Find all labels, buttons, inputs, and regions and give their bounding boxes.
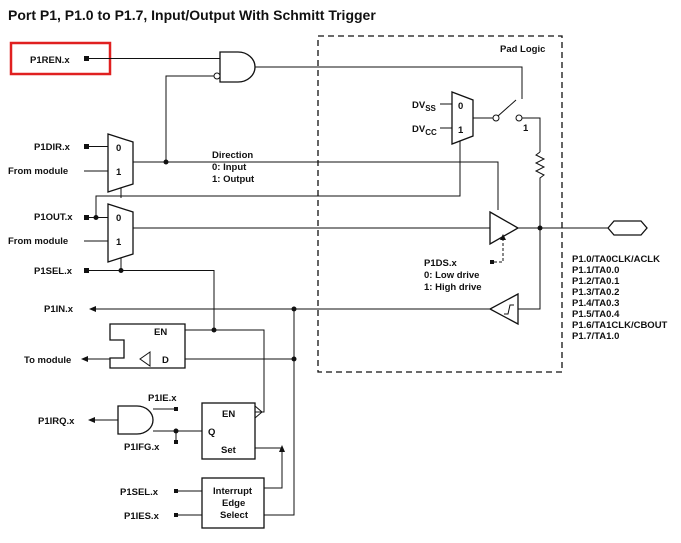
latch-en: EN <box>154 327 167 338</box>
dvss-label: DVSS <box>412 100 437 113</box>
wire-en-to-latch <box>185 329 265 413</box>
switch-one-label: 1 <box>523 123 529 134</box>
pull-mux-0: 0 <box>458 101 463 112</box>
from-module-2-label: From module <box>8 236 68 247</box>
junction-sel <box>118 268 124 273</box>
interrupt-flipflop <box>201 402 256 460</box>
wire-in-vertical <box>264 309 295 516</box>
pad-logic-label: Pad Logic <box>500 44 545 55</box>
direction-line0: 0: Input <box>212 162 247 173</box>
to-module-label: To module <box>24 355 71 366</box>
p1sel2-label: P1SEL.x <box>120 487 159 498</box>
pin-p1-5: P1.5/TA0.4 <box>572 309 620 320</box>
drive-strength-arrow <box>500 234 506 240</box>
p1ies-label: P1IES.x <box>124 511 160 522</box>
latch-d: D <box>162 355 169 366</box>
wire-drive-strength <box>494 238 504 263</box>
p1sel-terminal <box>84 268 89 273</box>
p1out-label: P1OUT.x <box>34 212 73 223</box>
p1ren-label: P1REN.x <box>30 55 70 66</box>
wire-pad-to-schmitt <box>518 228 541 310</box>
p1sel-label: P1SEL.x <box>34 266 73 277</box>
p1ren-terminal <box>84 56 89 61</box>
wire-p1sel <box>89 270 215 330</box>
ff-q: Q <box>208 427 215 438</box>
p1in-label: P1IN.x <box>44 304 74 315</box>
dir-mux-0: 0 <box>116 143 121 154</box>
p1ifg-terminal <box>174 440 178 444</box>
p1ds-terminal <box>490 260 494 264</box>
p1ie-terminal <box>174 407 178 411</box>
pin-p1-6: P1.6/TA1CLK/CBOUT <box>572 320 668 331</box>
direction-title: Direction <box>212 150 253 161</box>
pin-p1-7: P1.7/TA1.0 <box>572 331 619 342</box>
drive-line0: 0: Low drive <box>424 270 479 281</box>
ff-set: Set <box>221 445 237 456</box>
p1ds-label: P1DS.x <box>424 258 457 269</box>
p1dir-terminal <box>84 144 89 149</box>
wire-dir-to-and <box>165 75 214 162</box>
pad-logic-box <box>317 35 563 373</box>
wire-switch-to-resistor <box>522 117 541 152</box>
pull-resistor <box>534 151 546 228</box>
p1dir-label: P1DIR.x <box>34 142 71 153</box>
interrupt-edge-select <box>201 477 265 529</box>
wire-and-out <box>255 66 523 99</box>
switch-blade <box>497 99 517 117</box>
p1in-arrow <box>89 306 96 312</box>
switch-contact-left <box>492 114 500 122</box>
to-module-arrow <box>81 356 88 362</box>
pull-mux-1: 1 <box>458 125 464 136</box>
wire-out-to-pull <box>95 139 461 218</box>
edge-select-line3: Select <box>220 510 249 521</box>
dvcc-label: DVCC <box>412 124 437 137</box>
pin-p1-1: P1.1/TA0.0 <box>572 265 619 276</box>
irq-arrow <box>88 417 95 423</box>
junction-out <box>93 215 99 220</box>
edge-select-line1: Interrupt <box>213 486 253 497</box>
pin-list: P1.0/TA0CLK/ACLK P1.1/TA0.0 P1.2/TA0.1 P… <box>572 254 668 342</box>
switch-contact-right <box>515 114 523 122</box>
pin-p1-2: P1.2/TA0.1 <box>572 276 620 287</box>
p1sel2-terminal <box>174 489 178 493</box>
out-mux-1: 1 <box>116 237 122 248</box>
and-gate-ren <box>219 51 256 83</box>
pin-p1-0: P1.0/TA0CLK/ACLK <box>572 254 660 265</box>
ff-en: EN <box>222 409 235 420</box>
and-gate-irq <box>117 405 154 435</box>
schmitt-trigger <box>488 292 519 326</box>
dir-mux-1: 1 <box>116 167 122 178</box>
junction-dir <box>163 159 169 165</box>
pin-p1-3: P1.3/TA0.2 <box>572 287 619 298</box>
dir-mux <box>107 133 134 193</box>
direction-line1: 1: Output <box>212 174 255 185</box>
out-mux-0: 0 <box>116 213 121 224</box>
from-module-1-label: From module <box>8 166 68 177</box>
p1ies-terminal <box>174 513 178 517</box>
p1ifg-label: P1IFG.x <box>124 442 160 453</box>
pull-mux <box>451 91 474 145</box>
diagram-title: Port P1, P1.0 to P1.7, Input/Output With… <box>8 7 376 23</box>
pad-terminal <box>607 220 648 236</box>
pin-p1-4: P1.4/TA0.3 <box>572 298 619 309</box>
wire-dir-out <box>133 161 499 210</box>
latch-block <box>109 323 186 369</box>
edge-select-line2: Edge <box>222 498 245 509</box>
p1ie-label: P1IE.x <box>148 393 177 404</box>
drive-line1: 1: High drive <box>424 282 482 293</box>
p1irq-label: P1IRQ.x <box>38 416 75 427</box>
ff-clock <box>254 405 263 419</box>
out-mux <box>107 203 134 263</box>
latch-buffer <box>139 351 151 367</box>
p1out-terminal <box>84 215 89 220</box>
and-gate-ren-inversion <box>213 72 221 80</box>
wire-edge-to-set <box>264 450 283 489</box>
schmitt-symbol <box>504 304 514 315</box>
